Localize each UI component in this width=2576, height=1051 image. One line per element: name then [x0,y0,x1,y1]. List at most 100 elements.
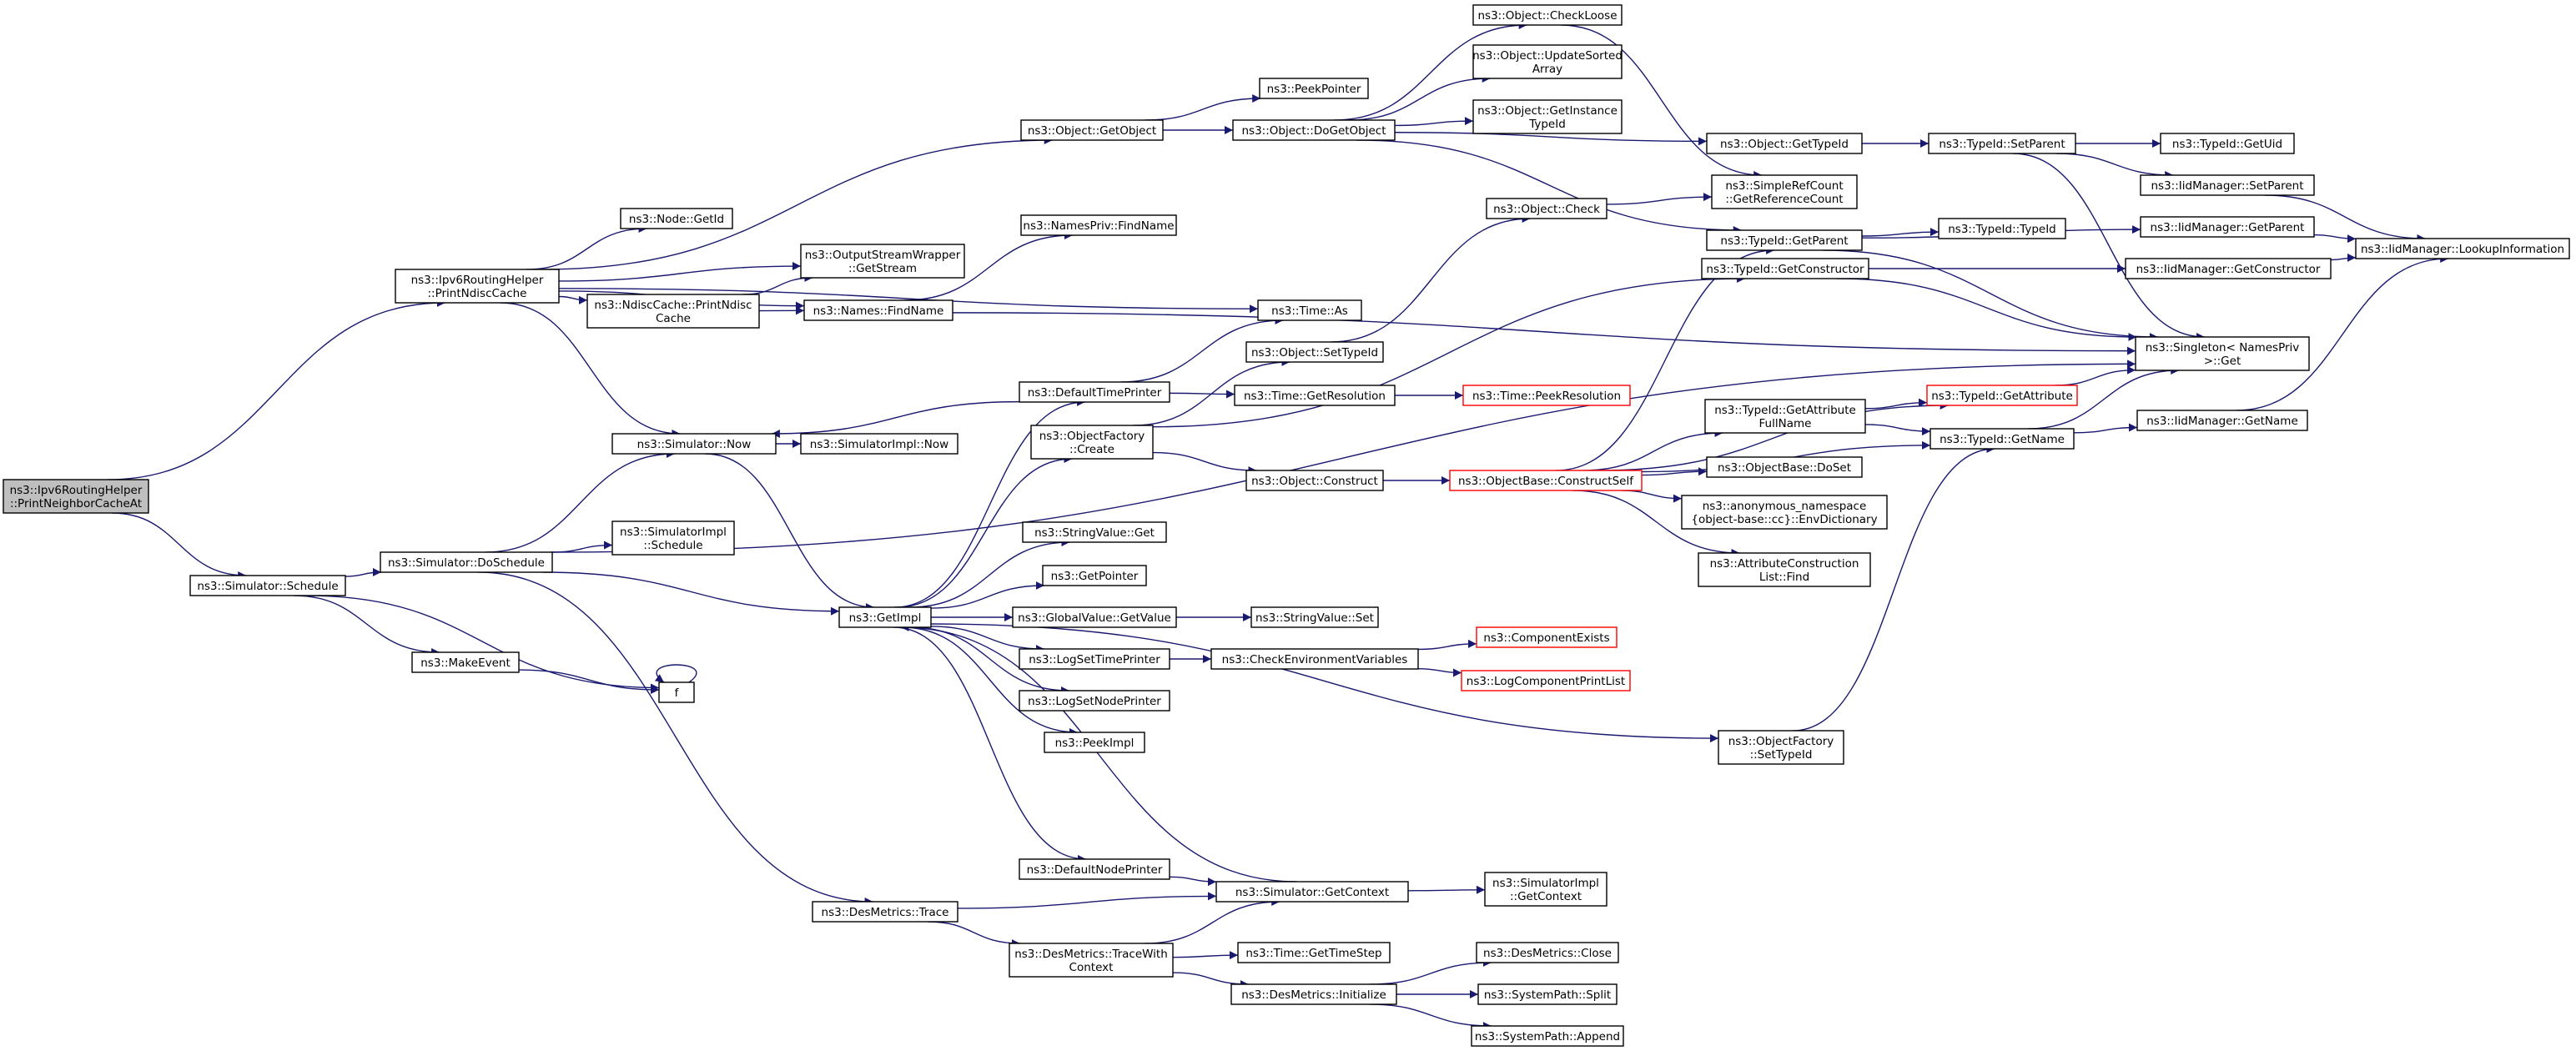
node-objConstruct[interactable]: ns3::Object::Construct [1245,470,1384,491]
node-peekPointer[interactable]: ns3::PeekPointer [1259,78,1369,99]
node-simImplGetContext[interactable]: ns3::SimulatorImpl::GetContext [1484,872,1607,907]
node-label: ns3::IidManager::SetParent [2151,179,2304,193]
node-schedule[interactable]: ns3::Simulator::Schedule [189,575,346,596]
node-label: ns3::Node::GetId [629,213,724,226]
node-objCheck[interactable]: ns3::Object::Check [1486,198,1607,219]
node-timeGetStep[interactable]: ns3::Time::GetTimeStep [1237,942,1391,963]
node-desTrace[interactable]: ns3::DesMetrics::Trace [812,901,958,923]
node-singletonGet[interactable]: ns3::Singleton< NamesPriv>::Get [2135,336,2310,371]
edge-checkEnv-to-logCompPrint [1417,667,1462,677]
node-nodeGetId[interactable]: ns3::Node::GetId [620,208,733,229]
node-objGetTypeId[interactable]: ns3::Object::GetTypeId [1706,133,1863,154]
node-iidGetCtor[interactable]: ns3::IidManager::GetConstructor [2125,258,2332,279]
node-namesFindName[interactable]: ns3::Names::FindName [803,299,953,321]
node-simImplNow[interactable]: ns3::SimulatorImpl::Now [800,433,958,455]
node-box [1210,648,1419,670]
node-root[interactable]: ns3::Ipv6RoutingHelper::PrintNeighborCac… [3,479,149,514]
node-objBaseConstruct[interactable]: ns3::ObjectBase::ConstructSelf [1449,470,1643,491]
node-f[interactable]: f [658,681,695,703]
node-box [1245,470,1384,491]
node-label: ns3::ObjectBase::DoSet [1718,461,1851,475]
node-label: ns3::Simulator::Now [637,438,752,451]
node-label: ns3::Names::FindName [813,304,944,318]
edge-schedule-to-f [305,595,660,692]
node-typeIdSetParent[interactable]: ns3::TypeId::SetParent [1928,133,2076,154]
node-defNodePrinter[interactable]: ns3::DefaultNodePrinter [1019,858,1170,880]
node-getPointer[interactable]: ns3::GetPointer [1042,565,1147,586]
node-label: ns3::SimulatorImpl::Now [810,438,948,451]
node-box [1022,521,1167,543]
node-iidGetParent[interactable]: ns3::IidManager::GetParent [2140,216,2315,238]
edge-schedule-to-doSchedule [345,568,382,577]
node-timePeekRes[interactable]: ns3::Time::PeekResolution [1462,385,1631,406]
node-label: ns3::Object::Check [1493,203,1600,216]
node-getImpl[interactable]: ns3::GetImpl [838,606,932,628]
node-objSetTypeId[interactable]: ns3::Object::SetTypeId [1245,341,1384,363]
node-outputStream[interactable]: ns3::OutputStreamWrapper::GetStream [800,244,965,279]
node-label: ns3::GlobalValue::GetValue [1018,611,1171,625]
edge-defTimePrinter-to-timeGetRes [1169,390,1235,399]
node-checkEnv[interactable]: ns3::CheckEnvironmentVariables [1210,648,1419,670]
node-simImplSchedule[interactable]: ns3::SimulatorImpl::Schedule [611,520,735,556]
node-simpleRefCount[interactable]: ns3::SimpleRefCount::GetReferenceCount [1711,174,1858,209]
edge-typeIdGetParent-to-singletonGet [1823,249,2158,341]
node-logSetTime[interactable]: ns3::LogSetTimePrinter [1019,648,1170,670]
node-timeAs[interactable]: ns3::Time::As [1257,299,1362,321]
edge-iidGetCtor-to-iidLookup [2330,253,2357,262]
node-doSchedule[interactable]: ns3::Simulator::DoSchedule [380,551,553,573]
node-ipv6PrintNdisc[interactable]: ns3::Ipv6RoutingHelper::PrintNdiscCache [395,269,560,304]
edge-objCheck-to-simpleRefCount [1606,193,1713,205]
node-label: ns3::Object::GetInstance [1477,104,1618,118]
node-typeIdGetAttr[interactable]: ns3::TypeId::GetAttribute [1926,385,2078,406]
node-objFactorySetTypeId[interactable]: ns3::ObjectFactory::SetTypeId [1718,730,1844,765]
node-typeIdGetCtor[interactable]: ns3::TypeId::GetConstructor [1701,258,1869,279]
node-objBaseDoSet[interactable]: ns3::ObjectBase::DoSet [1706,456,1863,478]
node-box [2125,258,2332,279]
node-label: ns3::Ipv6RoutingHelper [411,274,544,287]
node-makeEvent[interactable]: ns3::MakeEvent [411,651,520,673]
node-box [620,208,733,229]
node-typeIdTypeId[interactable]: ns3::TypeId::TypeId [1938,218,2066,239]
node-objFactoryCreate[interactable]: ns3::ObjectFactory::Create [1030,425,1154,460]
node-label: ns3::NamesPriv::FindName [1023,219,1174,233]
node-componentExists[interactable]: ns3::ComponentExists [1476,626,1618,648]
node-logSetNode[interactable]: ns3::LogSetNodePrinter [1019,690,1170,712]
node-objCheckLoose[interactable]: ns3::Object::CheckLoose [1472,4,1623,26]
node-peekImpl[interactable]: ns3::PeekImpl [1044,732,1145,753]
node-ndiscPrint[interactable]: ns3::NdiscCache::PrintNdiscCache [586,294,760,329]
node-sysSplit[interactable]: ns3::SystemPath::Split [1477,983,1618,1005]
edge-typeIdGetName-to-iidGetName [2073,423,2138,434]
edge-desInit-to-desClose [1370,958,1492,985]
node-label: ns3::OutputStreamWrapper [805,249,961,262]
node-objDoGetObject[interactable]: ns3::Object::DoGetObject [1232,119,1396,141]
node-simGetContext[interactable]: ns3::Simulator::GetContext [1215,881,1409,903]
node-namesPrivFind[interactable]: ns3::NamesPriv::FindName [1020,214,1177,236]
node-stringValueGet[interactable]: ns3::StringValue::Get [1022,521,1167,543]
node-stringValueSet[interactable]: ns3::StringValue::Set [1250,606,1379,628]
node-simNow[interactable]: ns3::Simulator::Now [611,433,777,455]
node-iidSetParent[interactable]: ns3::IidManager::SetParent [2140,174,2315,196]
node-label: ns3::TypeId::GetAttribute [1714,404,1856,417]
node-desInit[interactable]: ns3::DesMetrics::Initialize [1230,983,1397,1005]
node-sysAppend[interactable]: ns3::SystemPath::Append [1471,1025,1624,1047]
node-typeIdGetParent[interactable]: ns3::TypeId::GetParent [1706,229,1863,251]
node-iidGetName[interactable]: ns3::IidManager::GetName [2136,410,2308,431]
node-timeGetRes[interactable]: ns3::Time::GetResolution [1234,385,1396,406]
node-globalValueGet[interactable]: ns3::GlobalValue::GetValue [1012,606,1177,628]
node-box [1472,4,1623,26]
node-typeIdGetUid[interactable]: ns3::TypeId::GetUid [2160,133,2295,154]
node-label: ns3::IidManager::LookupInformation [2361,243,2564,256]
node-defTimePrinter[interactable]: ns3::DefaultTimePrinter [1019,381,1170,403]
node-iidLookup[interactable]: ns3::IidManager::LookupInformation [2355,238,2570,259]
node-logCompPrint[interactable]: ns3::LogComponentPrintList [1461,670,1631,691]
node-envDictionary[interactable]: ns3::anonymous_namespace{object-base::cc… [1681,495,1888,530]
node-objGetObject[interactable]: ns3::Object::GetObject [1020,119,1164,141]
edge-objSetTypeId-to-objCheck [1331,214,1531,343]
node-desClose[interactable]: ns3::DesMetrics::Close [1476,942,1619,963]
node-typeIdGetName[interactable]: ns3::TypeId::GetName [1929,428,2075,450]
